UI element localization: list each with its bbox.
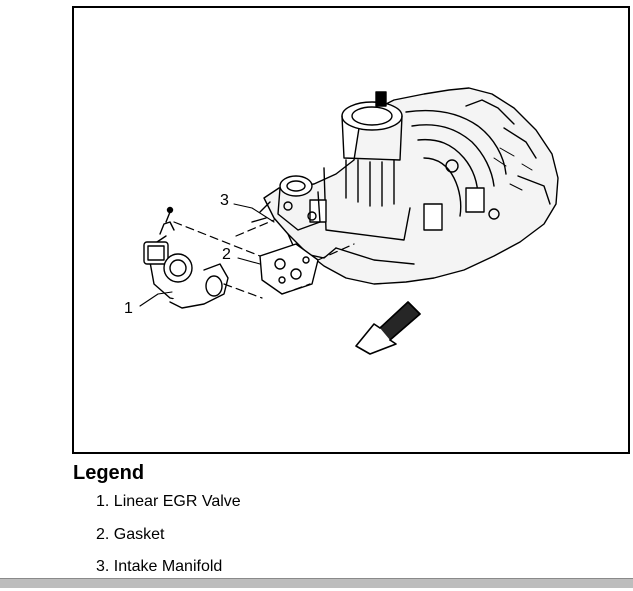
callout-3: 3 bbox=[220, 192, 229, 209]
assembly-lines bbox=[173, 219, 355, 299]
gasket-drawing bbox=[259, 243, 319, 295]
legend-title: Legend bbox=[73, 462, 145, 484]
bottom-scroll-bar bbox=[0, 578, 633, 588]
callout-1: 1 bbox=[124, 300, 133, 317]
legend-item: 1. Linear EGR Valve bbox=[96, 493, 241, 510]
diagram-frame: 1 2 3 bbox=[72, 6, 630, 454]
callout-2: 2 bbox=[222, 246, 231, 263]
egr-valve-drawing bbox=[143, 206, 229, 309]
intake-manifold-drawing bbox=[251, 87, 559, 285]
direction-arrow-icon bbox=[355, 301, 421, 355]
legend-item: 2. Gasket bbox=[96, 525, 165, 543]
egr-valve-diagram: 1 2 3 bbox=[124, 87, 559, 355]
callout-leaders bbox=[139, 203, 275, 307]
legend-list: 1. Linear EGR Valve 2. Gasket 3. Intake … bbox=[96, 493, 241, 591]
legend-item: 3. Intake Manifold bbox=[96, 558, 223, 575]
